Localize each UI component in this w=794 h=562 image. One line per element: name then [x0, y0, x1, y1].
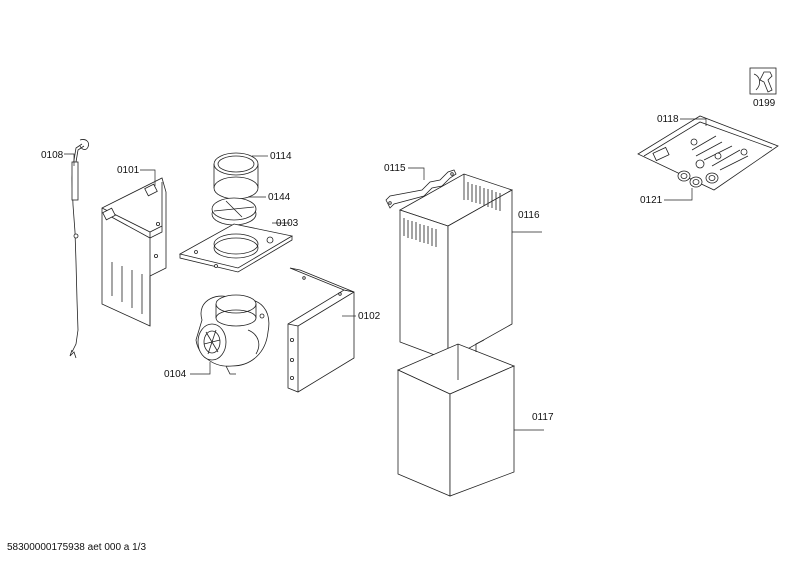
- part-0101-back-plate[interactable]: [101, 177, 167, 327]
- callout-0103: 0103: [272, 218, 299, 229]
- label-0121: 0121: [640, 195, 663, 206]
- wrench-manual-icon[interactable]: [749, 67, 777, 95]
- part-0116-upper-chimney[interactable]: [399, 173, 513, 361]
- callout-0101: 0101: [117, 165, 156, 186]
- callout-0118: 0118: [657, 114, 707, 126]
- label-0144: 0144: [268, 192, 291, 203]
- callout-0116: 0116: [512, 210, 542, 233]
- label-0118: 0118: [657, 114, 679, 125]
- label-0108: 0108: [41, 150, 64, 161]
- part-0108-power-cable[interactable]: [69, 139, 89, 359]
- part-0121-fixings[interactable]: [677, 170, 719, 188]
- callout-0115: 0115: [384, 163, 425, 180]
- label-0114: 0114: [270, 151, 292, 162]
- label-0101: 0101: [117, 165, 140, 176]
- callout-0114: 0114: [252, 151, 292, 162]
- label-0103: 0103: [276, 218, 299, 229]
- part-0104-blower-motor[interactable]: [195, 294, 270, 375]
- callout-0144: 0144: [248, 192, 291, 203]
- vent-slots-side: [467, 182, 501, 211]
- callout-0121: 0121: [640, 188, 693, 206]
- part-0117-lower-chimney[interactable]: [397, 339, 516, 497]
- label-0199: 0199: [753, 98, 776, 109]
- label-0115: 0115: [384, 163, 406, 174]
- part-0103-mounting-plate[interactable]: [178, 223, 294, 273]
- vent-slots-front: [403, 218, 437, 247]
- part-0118-accessory-bag[interactable]: [637, 115, 779, 191]
- label-0104: 0104: [164, 369, 187, 380]
- callout-0117: 0117: [514, 412, 554, 431]
- callout-0102: 0102: [342, 311, 381, 322]
- callout-0108: 0108: [41, 150, 75, 166]
- part-0114-ring[interactable]: [213, 152, 259, 200]
- label-0102: 0102: [358, 311, 381, 322]
- part-0144-damper[interactable]: [211, 197, 257, 226]
- part-0102-side-panel[interactable]: [287, 267, 355, 393]
- label-0117: 0117: [532, 412, 554, 423]
- callout-0104: 0104: [164, 362, 211, 380]
- label-0116: 0116: [518, 210, 540, 221]
- part-0115-bracket[interactable]: [385, 169, 457, 209]
- document-id-footer: 58300000175938 aet 000 a 1/3: [7, 542, 147, 553]
